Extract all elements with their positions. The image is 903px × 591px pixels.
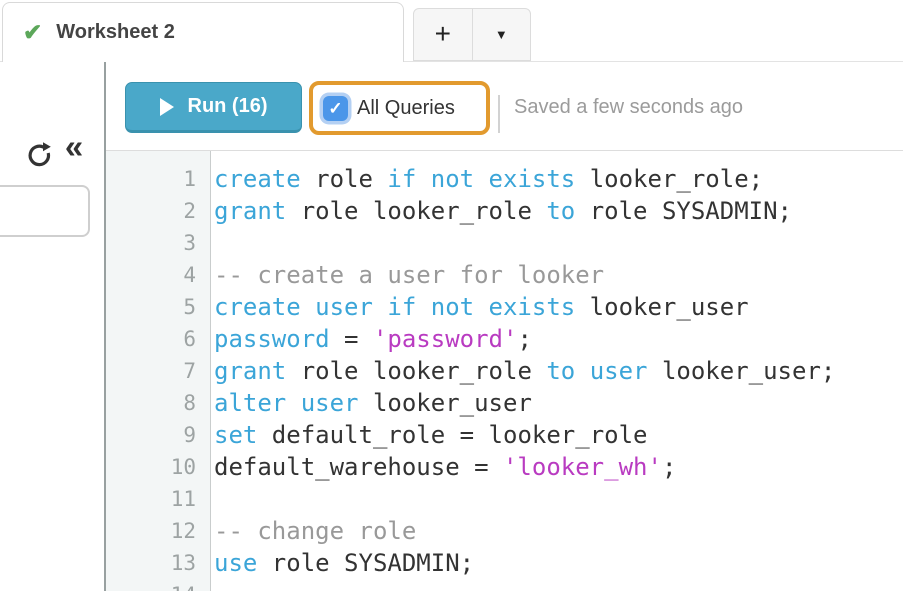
all-queries-label: All Queries <box>357 96 455 119</box>
line-number: 7 <box>183 359 196 383</box>
tab-actions-group: + ▼ <box>413 8 531 61</box>
run-button-label: Run (16) <box>187 95 268 117</box>
code-token-txt: default_role = looker_role <box>257 421 648 449</box>
code-token-kw: use <box>214 549 258 577</box>
code-token-com: -- create a user for looker <box>214 261 605 289</box>
check-icon: ✔ <box>23 19 43 45</box>
code-line: -- create a user for looker <box>214 259 903 291</box>
code-line: use role SYSADMIN; <box>214 547 903 579</box>
tab-worksheet-2[interactable]: ✔ Worksheet 2 <box>2 2 404 62</box>
refresh-button[interactable] <box>25 140 53 168</box>
code-token-kw: to user <box>546 357 648 385</box>
line-number: 14 <box>106 579 210 591</box>
panel-divider[interactable] <box>104 62 106 591</box>
new-worksheet-button[interactable]: + <box>414 9 472 60</box>
code-token-kw: if not exists <box>387 165 576 193</box>
toolbar-divider <box>498 95 500 133</box>
code-line: password = 'password'; <box>214 323 903 355</box>
line-number: 10 <box>170 455 196 479</box>
code-token-txt: looker_user; <box>647 357 836 385</box>
run-button[interactable]: Run (16) <box>125 82 302 133</box>
code-line: grant role looker_role to role SYSADMIN; <box>214 195 903 227</box>
line-number: 4 <box>183 263 196 287</box>
line-number: 9 <box>183 423 196 447</box>
plus-icon: + <box>434 17 451 49</box>
code-token-txt: role <box>300 165 388 193</box>
code-line: create user if not exists looker_user <box>214 291 903 323</box>
code-token-txt: looker_role; <box>575 165 764 193</box>
all-queries-checkbox[interactable]: ✓ <box>323 95 348 121</box>
save-status: Saved a few seconds ago <box>514 96 744 118</box>
sidebar-panel-box[interactable] <box>0 185 90 237</box>
tab-bar-bottom-border <box>0 61 903 62</box>
line-number: 13 <box>170 551 196 575</box>
code-token-kw: grant <box>214 357 287 385</box>
line-number: 11 <box>170 487 196 511</box>
play-icon <box>159 97 174 116</box>
double-chevron-left-icon: « <box>64 128 83 165</box>
code-line: default_warehouse = 'looker_wh'; <box>214 451 903 483</box>
code-token-txt: looker_user <box>575 293 749 321</box>
all-queries-highlight-box: ✓ All Queries <box>309 81 490 135</box>
line-number: 2 <box>183 199 196 223</box>
code-token-txt: ; <box>661 453 677 481</box>
code-line: alter user looker_user <box>214 387 903 419</box>
code-line <box>214 579 903 591</box>
tab-title: Worksheet 2 <box>56 21 175 43</box>
code-token-txt: looker_user <box>358 389 532 417</box>
line-number: 3 <box>183 231 196 255</box>
line-number: 6 <box>183 327 196 351</box>
code-token-kw: password <box>214 325 330 353</box>
caret-down-icon: ▼ <box>494 27 508 42</box>
code-token-txt: = <box>329 325 373 353</box>
code-token-str: 'password' <box>372 325 518 353</box>
code-token-txt: ; <box>517 325 532 353</box>
gutter: 1234567891011121314 <box>106 151 211 591</box>
code-token-kw: set <box>214 421 258 449</box>
checkmark-icon: ✓ <box>328 98 343 118</box>
code-token-com: -- change role <box>214 517 417 545</box>
code-token-txt: role SYSADMIN; <box>257 549 475 577</box>
code-token-str: 'looker_wh' <box>502 453 662 481</box>
worksheet-menu-button[interactable]: ▼ <box>471 9 531 60</box>
code-token-kw: grant <box>214 197 287 225</box>
code-token-kw: create <box>214 165 301 193</box>
line-number: 5 <box>183 295 196 319</box>
sql-editor[interactable]: 1234567891011121314 create role if not e… <box>106 150 903 591</box>
code-line: set default_role = looker_role <box>214 419 903 451</box>
code-line <box>214 227 903 259</box>
line-number: 8 <box>183 391 196 415</box>
left-sidebar: « <box>0 62 104 591</box>
code-line <box>214 483 903 515</box>
code-lines[interactable]: create role if not exists looker_role;gr… <box>211 151 903 591</box>
code-token-kw: to <box>546 197 576 225</box>
code-line: create role if not exists looker_role; <box>214 163 903 195</box>
code-token-txt: role looker_role <box>286 197 547 225</box>
code-token-txt: role looker_role <box>286 357 547 385</box>
line-number: 12 <box>170 519 196 543</box>
code-token-kw: alter user <box>214 389 359 417</box>
line-number: 1 <box>183 167 196 191</box>
code-token-txt: role SYSADMIN; <box>575 197 792 225</box>
code-line: grant role looker_role to user looker_us… <box>214 355 903 387</box>
collapse-panel-button[interactable]: « <box>56 126 90 168</box>
code-token-kw: create user if not exists <box>214 293 576 321</box>
code-token-txt: default_warehouse = <box>214 453 503 481</box>
refresh-icon <box>28 142 51 167</box>
code-line: -- change role <box>214 515 903 547</box>
